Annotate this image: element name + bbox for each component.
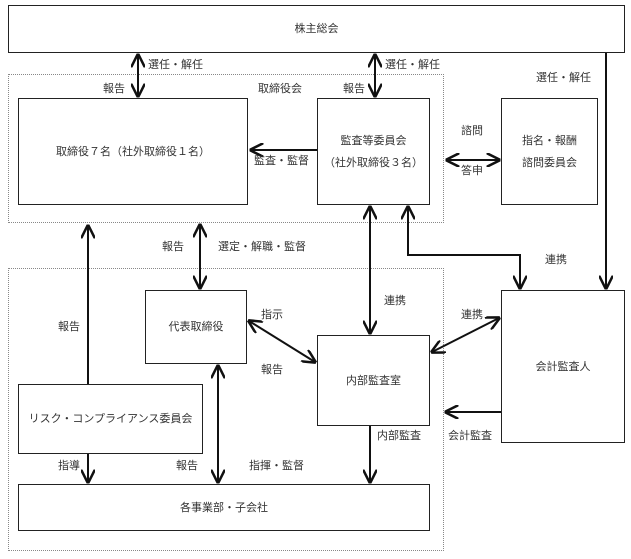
label-guide: 指導 [58, 459, 80, 472]
nomination-committee-box: 指名・報酬諮問委員会 [501, 98, 598, 205]
internal-audit-box: 内部監査室 [317, 335, 430, 426]
internal-audit-label: 内部監査室 [346, 373, 401, 387]
business-units-box: 各事業部・子会社 [18, 484, 430, 531]
label-elect-dismiss-1: 選任・解任 [148, 58, 203, 71]
board-group [8, 74, 444, 223]
representative-director-label: 代表取締役 [168, 320, 224, 333]
audit-committee-label: 監査等委員会 [340, 133, 407, 147]
nomination-label-1: 指名・報酬 [522, 133, 577, 147]
label-reply: 答申 [461, 164, 483, 177]
label-internal-audit-flow: 内部監査 [377, 429, 421, 442]
label-audit-supervise: 監査・監督 [254, 154, 309, 167]
label-cooperate-1: 連携 [545, 253, 567, 266]
label-accounting-audit-flow: 会計監査 [448, 429, 492, 442]
board-group-label: 取締役会 [258, 82, 302, 95]
shareholders-label: 株主総会 [294, 22, 339, 35]
label-report-2: 報告 [343, 82, 365, 95]
label-report-4: 報告 [261, 363, 283, 376]
audit-committee-sub: （社外取締役３名） [324, 155, 423, 169]
label-report-6: 報告 [176, 459, 198, 472]
audit-committee-box: 監査等委員会 （社外取締役３名） [317, 98, 430, 205]
directors-box: 取締役７名（社外取締役１名） [18, 98, 248, 205]
accounting-auditor-label: 会計監査人 [535, 359, 591, 373]
directors-label: 取締役７名（社外取締役１名） [56, 144, 210, 158]
label-consult: 諮問 [461, 124, 483, 137]
label-cooperate-2: 連携 [384, 294, 406, 307]
risk-compliance-box: リスク・コンプライアンス委員会 [18, 384, 203, 454]
risk-compliance-label: リスク・コンプライアンス委員会 [28, 412, 193, 425]
label-cooperate-3: 連携 [461, 308, 483, 321]
business-units-label: 各事業部・子会社 [180, 500, 268, 514]
label-report-1: 報告 [103, 82, 125, 95]
arrow-audit-accounting [408, 207, 520, 288]
label-elect-dismiss-2: 選任・解任 [385, 58, 440, 71]
arrow-internal-accounting [432, 318, 499, 352]
label-command-supervise: 指揮・監督 [249, 459, 304, 472]
label-elect-dismiss-3: 選任・解任 [536, 71, 591, 84]
label-instruct: 指示 [261, 308, 283, 321]
label-report-5: 報告 [58, 320, 80, 333]
label-select-dismiss-supervise: 選定・解職・監督 [218, 240, 306, 253]
accounting-auditor-box: 会計監査人 [501, 290, 625, 443]
label-report-3: 報告 [162, 240, 184, 253]
shareholders-meeting-box: 株主総会 [8, 5, 625, 53]
arrow-rep-internal [249, 321, 315, 362]
nomination-label-2: 諮問委員会 [522, 155, 577, 169]
execution-group [8, 268, 444, 551]
